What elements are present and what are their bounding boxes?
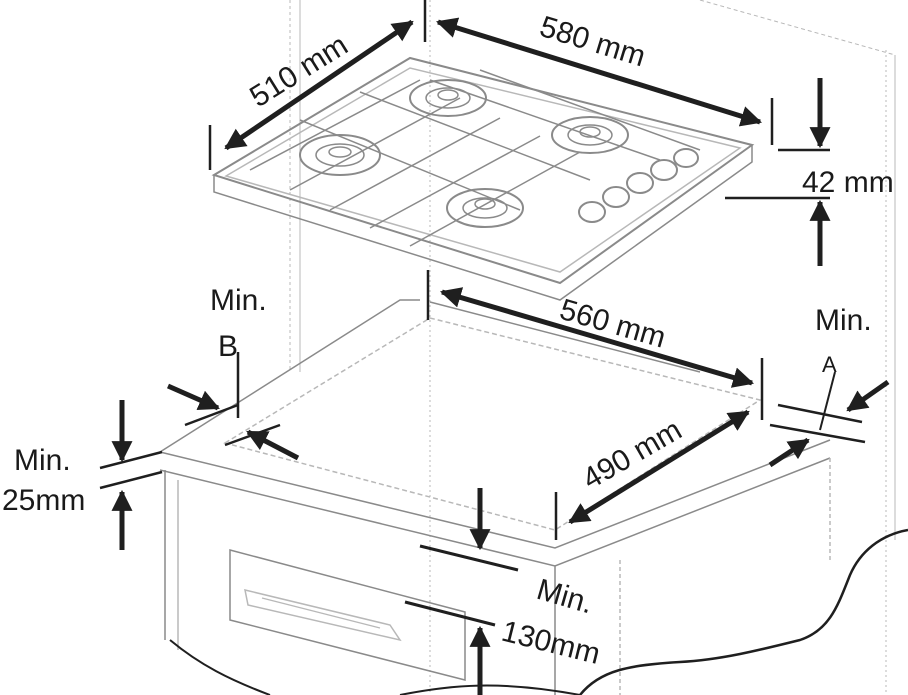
dim-mina-lower-arrow-icon [768,437,810,468]
label-min-b-letter: B [218,330,238,363]
label-min-a-letter: A [822,352,837,377]
dim-580-arrow-icon [435,17,763,127]
dim-minb-left-arrow-icon [166,383,220,411]
dim-560-arrow-icon [439,287,755,388]
label-min-a-min: Min. [815,304,872,337]
cabinet-icon [159,299,908,695]
label-min-25-value: 25mm [2,484,85,517]
label-min-25-min: Min. [14,444,71,477]
label-cutout-width: 560 mm [556,293,669,355]
label-min-130-min: Min. [533,573,597,620]
dim-mina-arrow-icon [846,379,890,413]
burner-rear-left-icon [409,79,487,117]
control-knobs-icon [578,148,699,223]
dim-490-arrow-icon [568,409,750,525]
label-min-130-value: 130mm [498,615,603,671]
dimension-labels: 510 mm 580 mm 42 mm 560 mm 490 mm Min. B… [2,10,894,671]
burner-front-left-icon [299,134,381,176]
label-hob-width: 580 mm [536,10,649,73]
burner-front-right-icon [446,188,524,228]
dim-510-arrow-icon [224,19,414,151]
label-min-b-min: Min. [210,284,267,317]
dim-minb-right-arrow-icon [246,429,300,461]
dimension-lines [99,0,890,695]
label-hob-height: 42 mm [802,166,894,199]
